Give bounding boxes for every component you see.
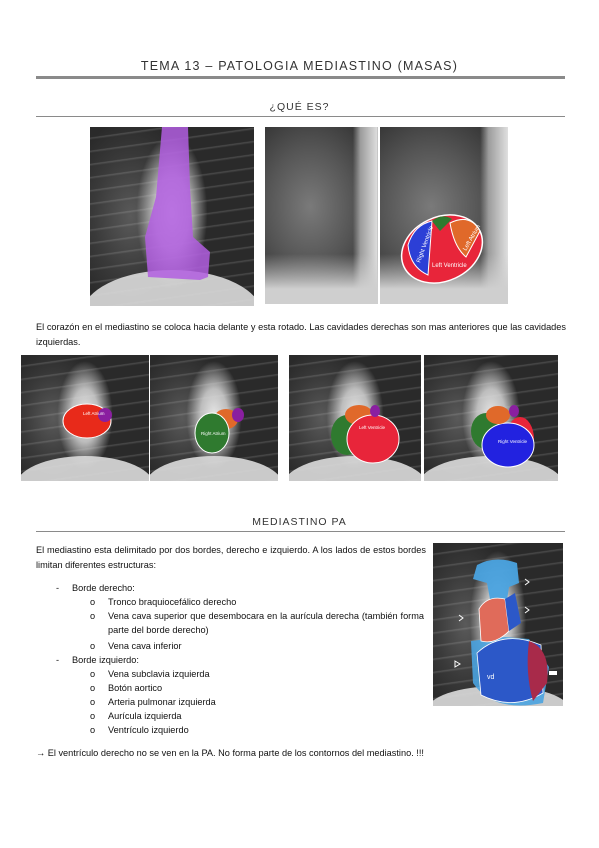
bullet: o	[90, 725, 96, 735]
paragraph-mediastino-intro: El mediastino esta delimitado por dos bo…	[36, 545, 426, 570]
appendage-highlight	[509, 405, 519, 417]
aorta-shape	[432, 216, 452, 231]
xray-pa-right-atrium: Right Atrium	[150, 355, 278, 481]
left-border-item: Vena subclavia izquierda	[108, 669, 210, 679]
left-border-item: Ventrículo izquierdo	[108, 725, 189, 735]
right-border-item: Vena cava superior que desembocara en la…	[108, 611, 424, 635]
right-ventricle-highlight	[476, 638, 544, 703]
left-border-item: Botón aortico	[108, 683, 163, 693]
xray-pa-left-atrium: Left Atrium	[21, 355, 149, 481]
right-ventricle-shape	[400, 214, 484, 284]
bullet: o	[90, 611, 96, 621]
xray-pa-left-ventricle: Left Ventricle	[289, 355, 421, 481]
left-border-item: Arteria pulmonar izquierda	[108, 697, 216, 707]
title-divider	[36, 76, 565, 79]
right-border-item: Vena cava inferior	[108, 641, 182, 651]
appendage-highlight	[98, 408, 112, 422]
xray-pa-right-ventricle: Right Ventricle	[424, 355, 558, 481]
vena-cava-highlight	[473, 559, 519, 615]
bullet: o	[90, 697, 96, 707]
appendage-highlight	[370, 405, 380, 417]
bullet: o	[90, 669, 96, 679]
left-border-label: Borde izquierdo:	[72, 655, 139, 665]
arrow-icon	[524, 578, 530, 586]
list-dash: -	[56, 583, 60, 593]
bullet: o	[90, 711, 96, 721]
xray-lateral-annotated: Right Ventricle Left Ventricle Left Atri…	[380, 127, 508, 304]
label-pa-left-atrium: Left Atrium	[83, 411, 105, 416]
bullet: o	[90, 641, 96, 651]
right-border-item: Tronco braquiocefálico derecho	[108, 597, 237, 607]
mediastinum-highlight	[145, 127, 210, 280]
arrow-icon	[524, 606, 530, 614]
label-pa-right-atrium: Right Atrium	[201, 431, 226, 436]
orange-highlight	[486, 406, 510, 424]
label-left-ventricle: Left Ventricle	[432, 263, 467, 269]
right-ventricle-outflow	[407, 220, 433, 276]
pulmonary-artery-highlight	[505, 593, 521, 631]
label-pa-right-ventricle: Right Ventricle	[498, 439, 528, 444]
document-title: TEMA 13 – PATOLOGIA MEDIASTINO (MASAS)	[140, 59, 459, 73]
section-heading-mediastino-pa: MEDIASTINO PA	[252, 516, 347, 528]
right-atrium-highlight	[478, 597, 510, 643]
list-dash: -	[56, 655, 60, 665]
right-border-label: Borde derecho:	[72, 583, 135, 593]
right-ventricle-highlight	[481, 422, 535, 468]
xray-lateral-plain	[265, 127, 378, 304]
left-ventricle-highlight	[346, 414, 400, 464]
left-ventricle-highlight	[527, 641, 548, 701]
bullet: o	[90, 597, 96, 607]
xray-mediastinum-pa-diagram: vd	[433, 543, 563, 706]
right-atrium-highlight	[194, 412, 230, 454]
section-divider	[36, 531, 565, 532]
label-pa-left-ventricle: Left Ventricle	[359, 425, 386, 430]
marker-icon	[549, 671, 557, 675]
section-heading-que-es: ¿QUÉ ES?	[269, 101, 330, 113]
appendage-highlight	[232, 408, 244, 422]
left-border-item: Aurícula izquierda	[108, 711, 182, 721]
xray-pa-mediastinum	[90, 127, 254, 306]
paragraph-corazon: El corazón en el mediastino se coloca ha…	[36, 322, 566, 347]
bullet: o	[90, 683, 96, 693]
arrow-icon	[454, 660, 461, 668]
left-atrium-shape	[449, 218, 481, 258]
arrow-icon	[458, 614, 464, 622]
section-divider	[36, 116, 565, 117]
label-vd: vd	[487, 674, 495, 681]
note-ventriculo-derecho: → El ventrículo derecho no se ven en la …	[36, 748, 424, 758]
